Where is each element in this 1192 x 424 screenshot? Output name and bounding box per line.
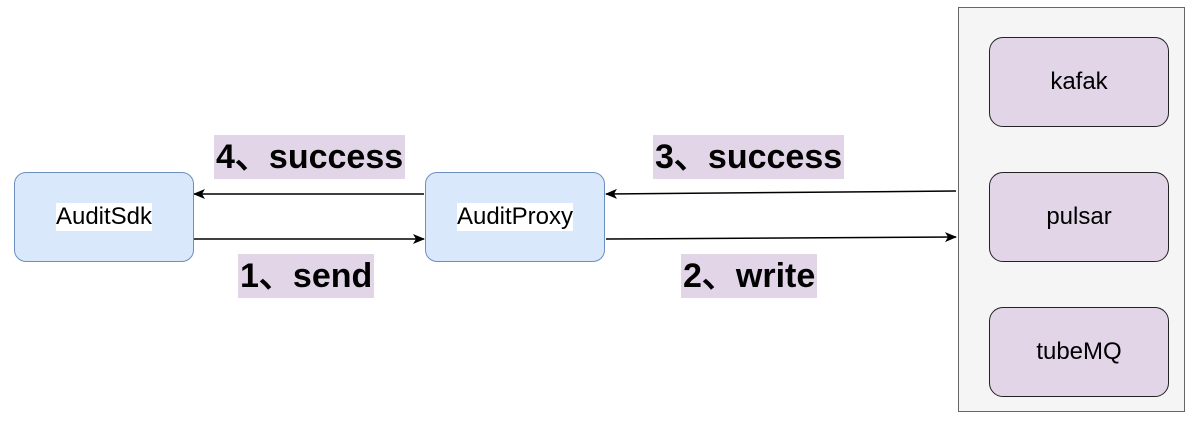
pulsar-label: pulsar <box>1046 203 1112 230</box>
edge-success-to-proxy <box>605 188 957 199</box>
tubemq-node: tubeMQ <box>989 307 1169 397</box>
step1-send-label: 1、send <box>238 254 375 298</box>
audit-proxy-node: AuditProxy <box>425 172 605 262</box>
kafka-node: kafak <box>989 37 1169 127</box>
audit-sdk-node: AuditSdk <box>14 172 194 262</box>
step4-success-label: 4、success <box>214 135 406 179</box>
step3-success-label: 3、success <box>653 135 845 179</box>
pulsar-node: pulsar <box>989 172 1169 262</box>
edge-write <box>605 232 957 243</box>
kafka-label: kafak <box>1050 68 1108 95</box>
audit-sdk-label: AuditSdk <box>55 203 153 231</box>
step2-write-label: 2、write <box>681 254 818 298</box>
audit-proxy-label: AuditProxy <box>456 203 574 231</box>
tubemq-label: tubeMQ <box>1036 338 1122 365</box>
